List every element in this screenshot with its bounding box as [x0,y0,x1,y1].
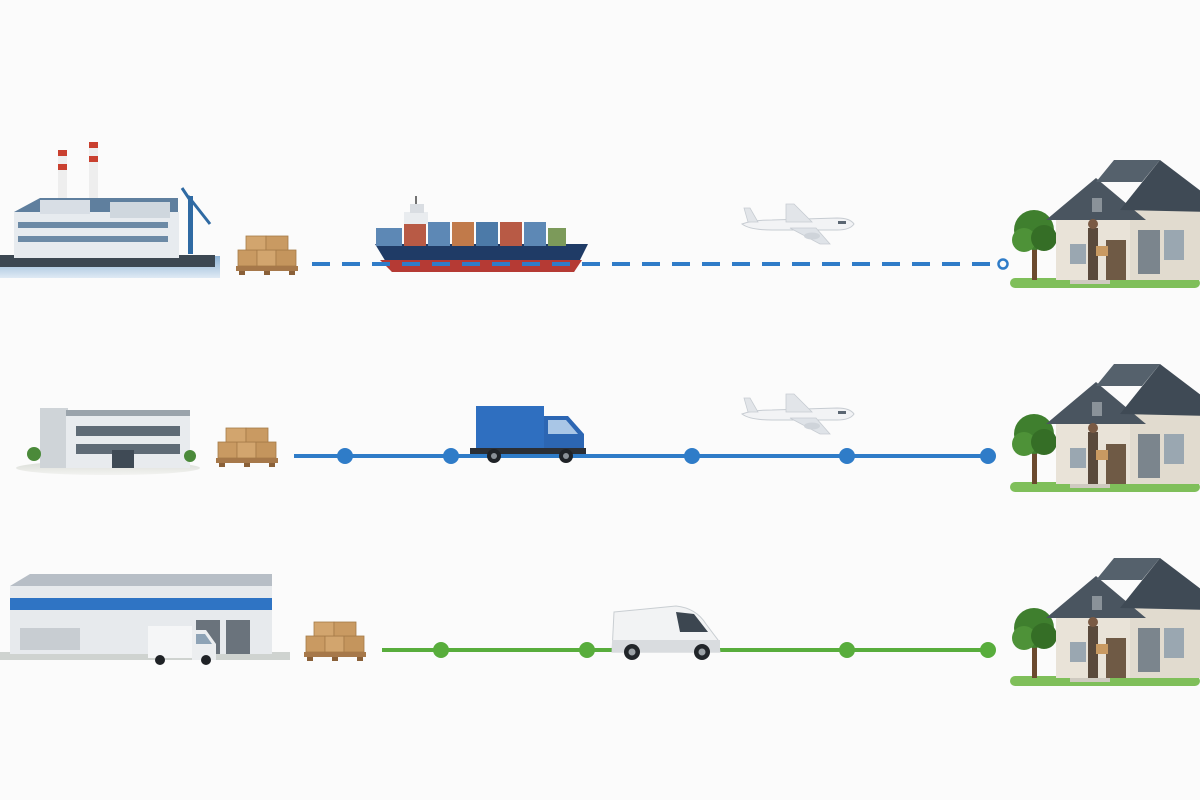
route-stop [980,642,996,658]
box-truck-icon [470,406,586,463]
factory-icon [0,142,220,278]
delivery-van-icon [611,605,721,660]
house-delivery-icon [1010,364,1200,492]
route-stop [433,642,449,658]
warehouse-icon [0,574,290,665]
route-row-van [0,558,1200,686]
pallet-boxes-icon [235,235,299,276]
route-stop [839,448,855,464]
route-stop [443,448,459,464]
route-stop [337,448,353,464]
route-row-sea-air [0,142,1200,288]
office-building-icon [16,408,200,475]
route-stop [579,642,595,658]
airplane-icon [741,393,855,435]
house-delivery-icon [1010,558,1200,686]
cargo-ship-icon [375,196,588,272]
route-row-truck-air [16,364,1200,492]
airplane-icon [741,203,855,245]
route-stop [839,642,855,658]
pallet-boxes-icon [215,427,279,468]
house-delivery-icon [1010,160,1200,288]
route-stop [684,448,700,464]
route-end-marker-hollow [997,258,1009,270]
route-stop [980,448,996,464]
pallet-boxes-icon [303,621,367,662]
